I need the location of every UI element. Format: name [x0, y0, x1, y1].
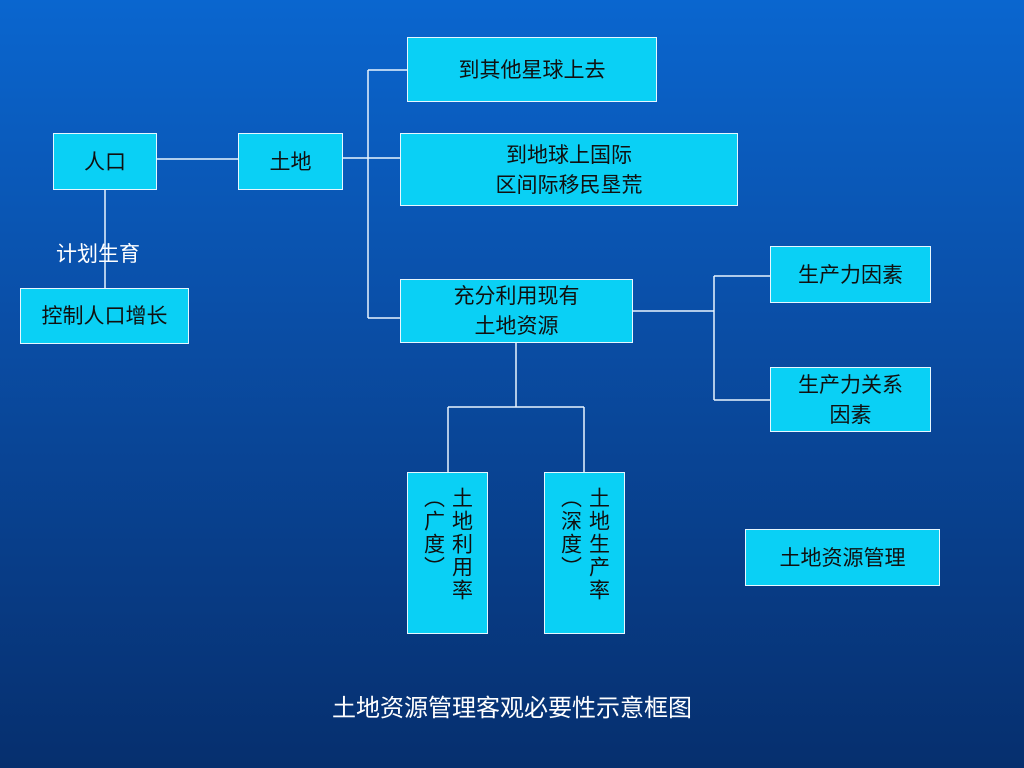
land-productivity-main: 土地生产率 — [586, 487, 611, 602]
land-productivity-note: （深度） — [558, 487, 583, 579]
diagram-caption: 土地资源管理客观必要性示意框图 — [332, 694, 692, 722]
other-planets-box: 到其他星球上去 — [407, 37, 657, 102]
land-use-rate-note: （广度） — [421, 487, 446, 579]
land-management-box: 土地资源管理 — [745, 529, 940, 586]
family-planning-label: 计划生育 — [56, 242, 140, 266]
production-relations-box: 生产力关系 因素 — [770, 367, 931, 432]
full-use-box: 充分利用现有 土地资源 — [400, 279, 633, 343]
intl-migration-box: 到地球上国际 区间际移民垦荒 — [400, 133, 738, 206]
control-population-box: 控制人口增长 — [20, 288, 189, 344]
land-use-rate-main: 土地利用率 — [449, 487, 474, 602]
land-use-rate-box: 土地利用率 （广度） — [407, 472, 488, 634]
productivity-factors-box: 生产力因素 — [770, 246, 931, 303]
land-productivity-box: 土地生产率 （深度） — [544, 472, 625, 634]
land-box: 土地 — [238, 133, 343, 190]
population-box: 人口 — [53, 133, 157, 190]
